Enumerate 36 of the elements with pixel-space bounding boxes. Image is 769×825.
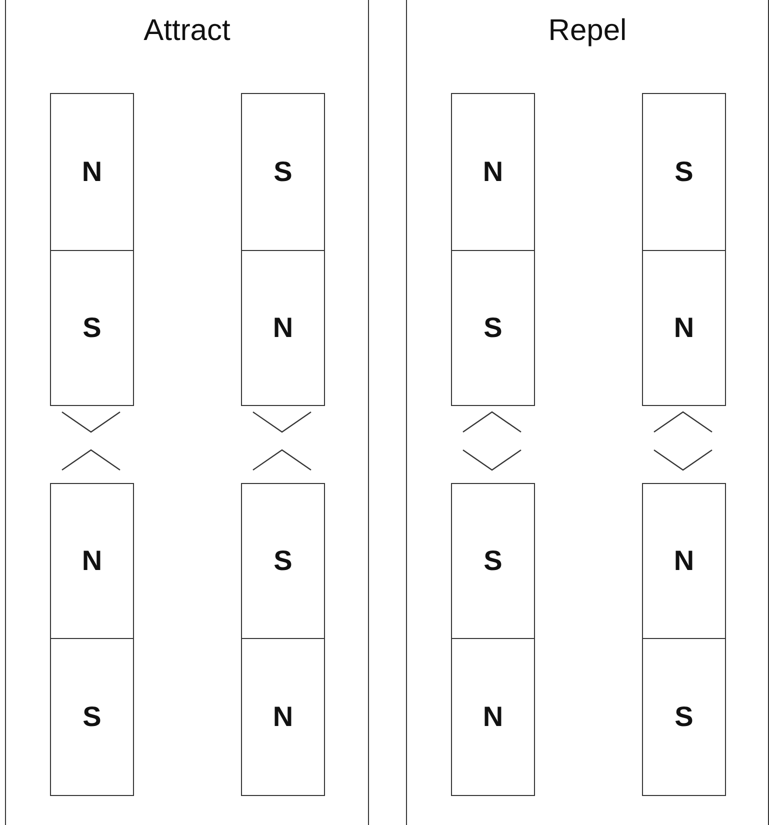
magnet-pole: [642, 93, 726, 251]
magnet-pole: [451, 250, 535, 406]
magnet-pole: [451, 93, 535, 251]
magnet-pole: [241, 93, 325, 251]
pole-letter: N: [272, 701, 294, 733]
panel-heading: Repel: [547, 14, 628, 48]
magnet-pole: [451, 483, 535, 639]
pole-letter: N: [82, 545, 102, 577]
pole-letter: S: [274, 156, 292, 188]
pole-letter: S: [674, 701, 694, 733]
pole-letter: N: [674, 545, 694, 577]
pole-letter: S: [82, 312, 102, 344]
magnet-pole: [50, 638, 134, 796]
magnet-pole: [241, 250, 325, 406]
magnet-pole: [241, 638, 325, 796]
panel-heading: Attract: [142, 14, 232, 48]
magnet-pole: [451, 638, 535, 796]
pole-letter: N: [272, 312, 294, 344]
pole-letter: S: [82, 701, 102, 733]
pole-letter: S: [274, 545, 292, 577]
magnet-pole: [50, 93, 134, 251]
panel: [5, 0, 369, 825]
pole-letter: N: [82, 156, 102, 188]
magnet-pole: [642, 250, 726, 406]
pole-letter: S: [484, 545, 502, 577]
magnet-pole: [50, 250, 134, 406]
pole-letter: N: [674, 312, 694, 344]
magnet-pole: [642, 638, 726, 796]
magnet-pole: [642, 483, 726, 639]
pole-letter: N: [482, 156, 504, 188]
pole-letter: S: [674, 156, 694, 188]
magnet-pole: [241, 483, 325, 639]
pole-letter: S: [484, 312, 502, 344]
magnet-pole: [50, 483, 134, 639]
panel: [406, 0, 769, 825]
pole-letter: N: [482, 701, 504, 733]
